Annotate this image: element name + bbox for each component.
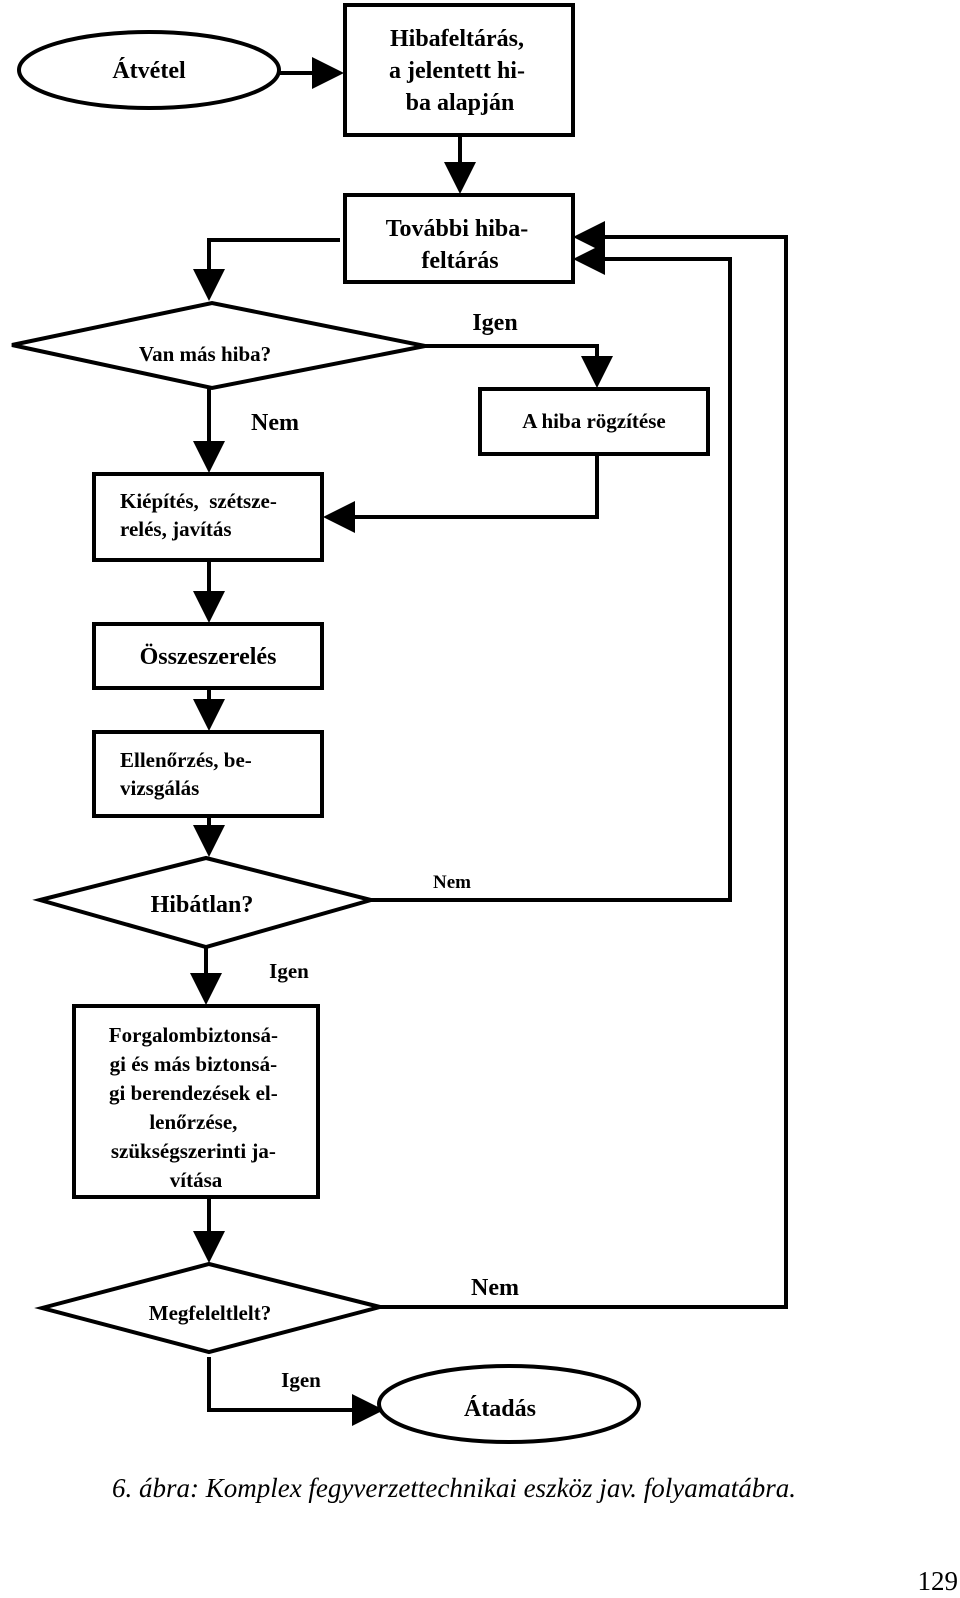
hibatlan-label: Hibátlan? — [151, 892, 254, 918]
arrow-van-mas-hiba-igen-to-rogzites — [425, 344, 613, 388]
hibafeltaras-box — [343, 3, 575, 137]
figure-caption: 6. ábra: Komplex fegyverzettechnikai esz… — [112, 1473, 796, 1503]
atadas-label: Átadás — [464, 1396, 536, 1422]
rogzites-label: A hiba rögzítése — [522, 409, 665, 433]
ellenorzes-line-1: Ellenőrzés, be- — [120, 748, 252, 772]
tovabbi-line-2: feltárás — [421, 248, 498, 274]
forgalom-line-4: lenőrzése, — [149, 1110, 237, 1134]
hibafeltaras-line-2: a jelentett hi- — [389, 58, 525, 84]
arrow-hibatlan-nem-to-tovabbi — [371, 243, 732, 902]
arrow-megfelelt-nem-to-tovabbi — [380, 221, 788, 1309]
forgalom-line-5: szükségszerinti ja- — [111, 1139, 276, 1163]
van-mas-hiba-decision — [11, 300, 426, 391]
atvetel-label: Átvétel — [112, 58, 186, 84]
igen-label-van-mas-hiba: Igen — [472, 310, 517, 336]
forgalom-line-1: Forgalombiztonsá- — [109, 1023, 278, 1047]
atvetel-terminal — [17, 30, 281, 110]
tovabbi-line-1: További hiba- — [386, 216, 529, 242]
arrow-tovabbi-to-van-mas-hiba — [193, 238, 340, 301]
nem-label-van-mas-hiba: Nem — [251, 410, 299, 436]
ellenorzes-box — [92, 730, 324, 818]
osszeszereles-label: Összeszerelés — [140, 644, 277, 670]
forgalom-line-3: gi berendezések el- — [109, 1081, 278, 1105]
forgalom-box — [72, 1004, 320, 1199]
forgalom-line-2: gi és más biztonsá- — [110, 1052, 277, 1076]
forgalom-line-6: vítása — [170, 1168, 223, 1192]
forgalom-label: Forgalombiztonsá- gi és más biztonsá- gi… — [109, 1023, 283, 1192]
kiepites-label: Kiépítés, szétsze- relés, javítás — [120, 489, 282, 541]
nem-label-megfelelt: Nem — [471, 1275, 519, 1301]
tovabbi-box — [343, 193, 575, 284]
nem-label-hibatlan: Nem — [433, 872, 471, 893]
igen-label-hibatlan: Igen — [269, 959, 309, 983]
hibafeltaras-line-1: Hibafeltárás, — [390, 26, 524, 52]
megfelelt-label: Megfeleltlelt? — [149, 1301, 271, 1325]
tovabbi-label: További hiba- feltárás — [386, 216, 535, 274]
igen-label-megfelelt: Igen — [281, 1368, 321, 1392]
hibafeltaras-label: Hibafeltárás, a jelentett hi- ba alapján — [389, 26, 531, 116]
arrow-megfelelt-igen-to-atadas — [207, 1357, 384, 1426]
hibafeltaras-line-3: ba alapján — [406, 90, 515, 116]
ellenorzes-line-2: vizsgálás — [120, 776, 199, 800]
ellenorzes-label: Ellenőrzés, be- vizsgálás — [120, 748, 257, 800]
megfelelt-decision — [34, 1261, 381, 1355]
page-number: 129 — [918, 1566, 959, 1596]
kiepites-line-1: Kiépítés, szétsze- — [120, 489, 277, 513]
rogzites-box — [478, 387, 710, 456]
hibatlan-decision — [32, 855, 379, 950]
atadas-terminal — [377, 1364, 641, 1444]
osszeszereles-box — [92, 622, 324, 690]
arrow-rogzites-to-kiepites — [323, 455, 599, 533]
van-mas-hiba-label: Van más hiba? — [139, 342, 271, 366]
kiepites-box — [92, 472, 324, 562]
kiepites-line-2: relés, javítás — [120, 517, 232, 541]
